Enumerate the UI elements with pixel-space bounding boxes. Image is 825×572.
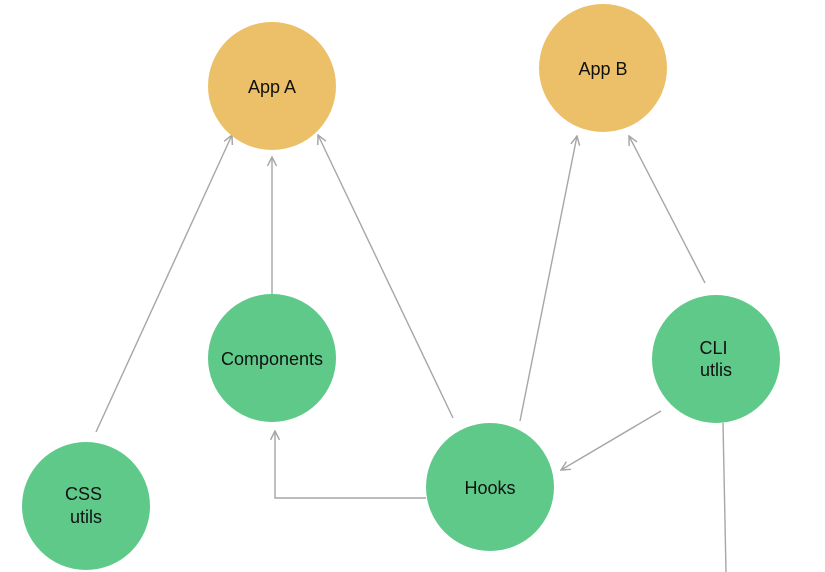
node-app-b[interactable]: App B — [539, 4, 667, 132]
edge-cli-utils-to-hooks — [561, 410, 662, 470]
node-cli-utils-label-line-1: CLI — [699, 338, 727, 358]
node-hooks-label: Hooks — [464, 478, 515, 498]
node-hooks[interactable]: Hooks — [426, 423, 554, 551]
node-app-b-circle — [539, 4, 667, 132]
node-app-a-circle — [208, 22, 336, 150]
edge-cli-utils-to-app-b — [629, 136, 706, 284]
node-css-utils[interactable]: CSS utils — [22, 442, 150, 570]
node-hooks-circle — [426, 423, 554, 551]
edge-cli-utils-offscreen — [722, 422, 727, 572]
node-css-utils-circle — [22, 442, 150, 570]
node-cli-utils[interactable]: CLI utlis — [652, 295, 780, 423]
node-components-circle — [208, 294, 336, 422]
node-app-a-label-line-1: App A — [248, 77, 296, 97]
node-app-b-label-line-1: App B — [578, 59, 627, 79]
edge-hooks-to-app-a — [318, 135, 454, 419]
node-css-utils-label-line-1: CSS — [65, 484, 102, 504]
node-cli-utils-label-line-2: utlis — [700, 360, 732, 380]
edge-hooks-to-app-b — [519, 136, 577, 422]
node-app-b-label: App B — [578, 59, 627, 79]
edge-hooks-to-components — [275, 431, 426, 499]
node-components-label-line-1: Components — [221, 349, 323, 369]
edges — [95, 135, 727, 572]
node-app-a[interactable]: App A — [208, 22, 336, 150]
node-hooks-label-line-1: Hooks — [464, 478, 515, 498]
node-app-a-label: App A — [248, 77, 296, 97]
node-css-utils-label-line-2: utils — [70, 507, 102, 527]
node-components[interactable]: Components — [208, 294, 336, 422]
nodes: App A App B Components CLI utlis — [22, 4, 780, 570]
edge-css-utils-to-app-a — [95, 135, 232, 433]
node-cli-utils-circle — [652, 295, 780, 423]
node-cli-utils-label: CLI utlis — [699, 338, 732, 380]
node-components-label: Components — [221, 349, 323, 369]
node-css-utils-label: CSS utils — [65, 484, 107, 527]
